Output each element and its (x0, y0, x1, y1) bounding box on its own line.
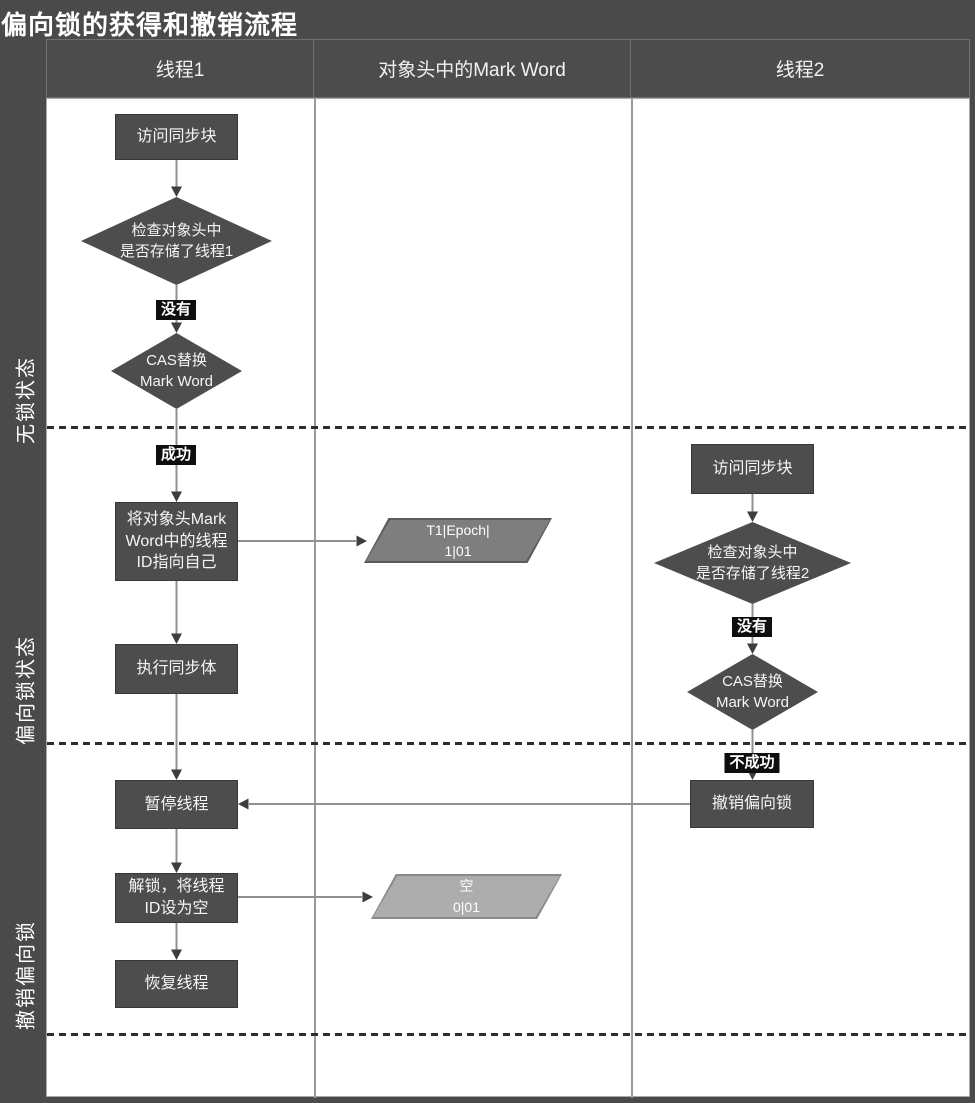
markword-biased-parallelogram: T1|Epoch| 1|01 (364, 518, 552, 563)
decision-label-line1: 检查对象头中 (131, 222, 222, 239)
markword-line1: T1|Epoch| (426, 522, 490, 539)
node-label-line1: 解锁，将线程 (128, 878, 225, 896)
header-thread2: 线程2 (631, 39, 970, 98)
decision-label-line2: 是否存储了线程1 (119, 243, 234, 260)
stage-label-revoke: 撤销偏向锁 (15, 920, 38, 1030)
node-label: 访问同步块 (136, 128, 217, 146)
header-markword: 对象头中的Mark Word (314, 39, 631, 98)
node-t1-unlock-clear-id: 解锁，将线程 ID设为空 (115, 873, 238, 923)
stage-label-lock-free: 无锁状态 (15, 356, 38, 444)
diagram-title: 偏向锁的获得和撤销流程 (1, 10, 299, 40)
decision-label-line2: 是否存储了线程2 (695, 565, 810, 582)
node-label-line3: ID指向自己 (136, 554, 217, 572)
stage-label-biased: 偏向锁状态 (15, 635, 38, 745)
swimlane-header: 线程1 对象头中的Mark Word 线程2 (46, 39, 970, 98)
decision-t2-cas-replace: CAS替换 Mark Word (687, 654, 818, 730)
markword-biased-value: T1|Epoch| 1|01 (366, 520, 550, 561)
edge-label-t1-no: 没有 (155, 300, 197, 320)
node-t1-access-sync-block: 访问同步块 (115, 114, 238, 160)
decision-label-line2: Mark Word (139, 373, 214, 390)
node-label: 访问同步块 (712, 460, 793, 478)
edge-label-t1-success: 成功 (155, 445, 197, 465)
markword-line2: 0|01 (453, 898, 480, 915)
markword-empty-parallelogram: 空 0|01 (371, 874, 562, 919)
decision-label-line1: CAS替换 (146, 352, 207, 369)
node-label-line1: 将对象头Mark (126, 511, 227, 529)
markword-empty-value: 空 0|01 (373, 876, 560, 917)
decision-label-line1: CAS替换 (722, 673, 783, 690)
decision-t1-cas-replace: CAS替换 Mark Word (111, 333, 242, 409)
node-t2-access-sync-block: 访问同步块 (691, 444, 814, 494)
node-t1-pause-thread: 暂停线程 (115, 780, 238, 829)
header-thread1: 线程1 (46, 39, 314, 98)
node-t1-set-thread-id: 将对象头Mark Word中的线程 ID指向自己 (115, 502, 238, 581)
node-label-line2: Word中的线程 (125, 532, 228, 550)
node-t1-resume-thread: 恢复线程 (115, 960, 238, 1008)
markword-line1: 空 (459, 878, 474, 895)
markword-line2: 1|01 (444, 542, 472, 559)
decision-label-line1: 检查对象头中 (707, 544, 798, 561)
node-label: 执行同步体 (136, 660, 217, 678)
node-label: 暂停线程 (144, 795, 209, 813)
stage-boundary-3 (47, 1033, 971, 1036)
node-label: 恢复线程 (144, 975, 209, 993)
decision-label-line2: Mark Word (715, 694, 790, 711)
lane-divider-2 (631, 99, 633, 1098)
node-label-line2: ID设为空 (144, 900, 209, 917)
node-t2-revoke-biased-lock: 撤销偏向锁 (690, 780, 814, 828)
decision-t2-check-header: 检查对象头中 是否存储了线程2 (654, 522, 851, 604)
stage-boundary-1 (47, 426, 971, 429)
node-t1-execute-sync-body: 执行同步体 (115, 644, 238, 694)
decision-t1-check-header: 检查对象头中 是否存储了线程1 (81, 197, 272, 285)
diagram-canvas: 访问同步块 检查对象头中 是否存储了线程1 没有 CAS替换 Mark Word… (46, 98, 971, 1098)
edge-label-t2-no: 没有 (731, 617, 773, 637)
stage-boundary-2 (47, 742, 971, 745)
node-label: 撤销偏向锁 (711, 795, 792, 813)
lane-divider-1 (314, 99, 316, 1098)
edge-label-t2-fail: 不成功 (724, 753, 780, 773)
